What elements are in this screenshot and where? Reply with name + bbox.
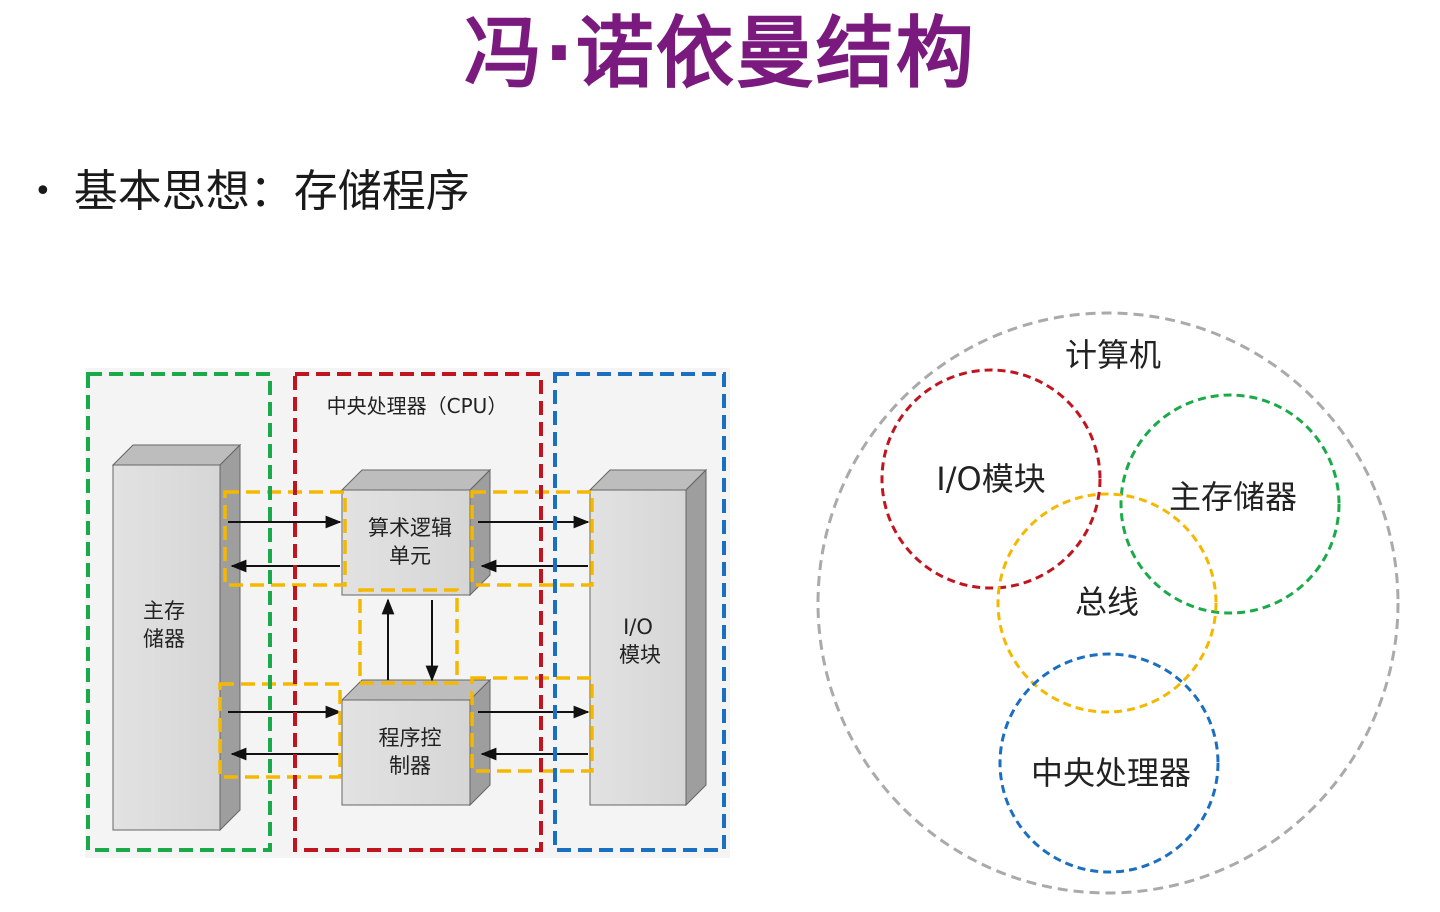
- bus-region-alu-io: [470, 490, 594, 587]
- bus-label: 总线: [1075, 583, 1139, 621]
- control-label-line2: 制器: [389, 754, 431, 778]
- data-flow-arrows: [228, 515, 590, 761]
- bus-regions: [218, 490, 594, 779]
- memory-label: 主存储器: [1169, 478, 1297, 516]
- bullet-marker: •: [34, 174, 52, 209]
- cpu-label-right: 中央处理器: [1031, 754, 1191, 792]
- computer-circle: [816, 311, 1400, 895]
- bus-region-alu-control: [358, 588, 459, 685]
- cpu-circle: [998, 652, 1220, 874]
- bus-region-control-io: [470, 676, 594, 773]
- io-label-line1: I/O: [623, 615, 653, 639]
- cpu-boundary: [293, 372, 543, 852]
- control-block: [340, 678, 492, 807]
- slide-title: 冯·诺依曼结构: [464, 9, 976, 99]
- io-label-line2: 模块: [619, 643, 661, 667]
- io-module-label: I/O模块: [936, 460, 1045, 498]
- bullet-point: • 基本思想：存储程序: [34, 160, 470, 224]
- cpu-label: 中央处理器（CPU）: [327, 394, 508, 418]
- memory-label-line1: 主存: [143, 599, 185, 623]
- memory-boundary: [86, 372, 272, 852]
- bus-region-memory-control: [218, 682, 342, 779]
- computer-label: 计算机: [1065, 336, 1161, 374]
- alu-label-line1: 算术逻辑: [368, 516, 452, 540]
- memory-block: [111, 443, 242, 832]
- alu-block: [340, 468, 492, 597]
- bullet-text: 基本思想：存储程序: [73, 166, 470, 217]
- component-venn-diagram: 计算机 I/O模块 主存储器 总线 中央处理器: [816, 311, 1400, 895]
- memory-circle: [1119, 393, 1341, 615]
- io-boundary: [553, 372, 726, 852]
- memory-label-line2: 储器: [143, 627, 185, 651]
- io-module-circle: [880, 368, 1102, 590]
- bus-region-memory-alu: [223, 490, 347, 587]
- io-block: [588, 468, 708, 807]
- bus-circle: [996, 492, 1218, 714]
- architecture-diagram: 主存 储器 I/O 模块 算术逻辑 单元 程序控 制器: [85, 368, 730, 858]
- control-label-line1: 程序控: [379, 726, 442, 750]
- alu-label-line2: 单元: [389, 544, 431, 568]
